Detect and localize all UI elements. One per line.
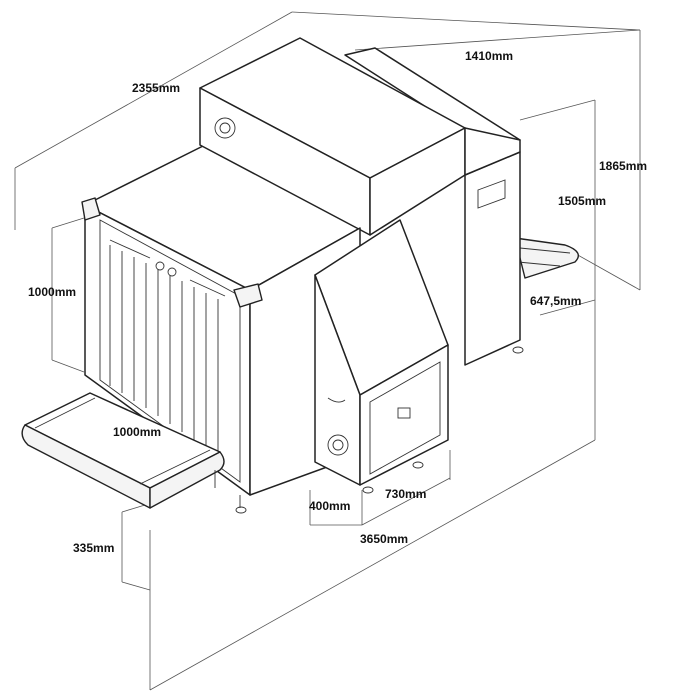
entry-conveyor <box>21 392 225 509</box>
lead-curtains <box>109 239 226 456</box>
dim-total-height: 1865mm <box>599 159 647 173</box>
dim-total-length: 3650mm <box>360 532 408 546</box>
dim-tunnel-width: 1000mm <box>113 425 161 439</box>
dim-belt-height: 647,5mm <box>530 294 581 308</box>
dim-console-width: 730mm <box>385 487 426 501</box>
dim-body-height: 1505mm <box>558 194 606 208</box>
operator-console <box>314 219 449 494</box>
dim-roller-height: 335mm <box>73 541 114 555</box>
dim-console-depth: 400mm <box>309 499 350 513</box>
exit-conveyor <box>514 237 579 279</box>
dim-tunnel-height: 1000mm <box>28 285 76 299</box>
dimension-guides <box>14 11 641 691</box>
dim-top-width: 1410mm <box>465 49 513 63</box>
dim-top-length: 2355mm <box>132 81 180 95</box>
